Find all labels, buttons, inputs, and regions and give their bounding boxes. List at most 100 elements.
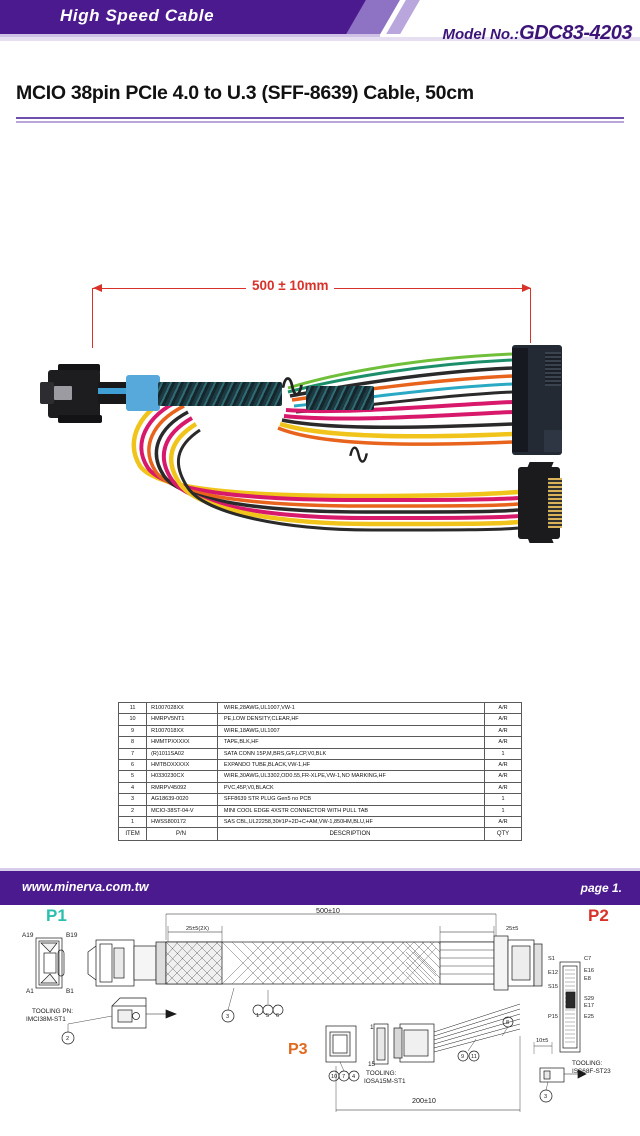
dimension-arrow-right-icon — [522, 284, 531, 292]
bom-qty: A/R — [484, 770, 522, 783]
bom-header-qty: QTY — [484, 827, 522, 842]
product-photo: ∿ ∿ 500 ± 10mm — [0, 130, 640, 543]
bom-qty: 1 — [484, 804, 522, 818]
balloon-ref-1: 1 — [256, 1013, 260, 1019]
bom-qty: A/R — [484, 724, 522, 738]
model-number-value: GDC83-4203 — [519, 22, 632, 44]
model-number-label: Model No.: — [442, 26, 520, 43]
table-row: 9 R1007018XX WIRE,18AWG,UL1007 A/R — [117, 724, 522, 738]
bom-item: 7 — [117, 747, 148, 761]
table-row: 8 HMMTPXXXXX TAPE,BLK,HF A/R — [117, 736, 522, 749]
p2-pin-c7: C7 — [584, 956, 592, 962]
break-symbol-upper: ∿ — [278, 368, 307, 405]
table-row: 5 H0330230CX WIRE,30AWG,UL3302,OD0.55,FR… — [117, 770, 522, 783]
bom-pn: AG18639-0020 — [146, 793, 218, 806]
p3-pin-1: 1 — [370, 1024, 374, 1031]
bom-desc: TAPE,BLK,HF — [216, 736, 486, 749]
balloon-ref-6: 6 — [276, 1013, 280, 1019]
header-banner — [0, 0, 640, 34]
bom-desc: WIRE,18AWG,UL1007 — [216, 724, 486, 738]
bom-pn: (R)1011SA02 — [146, 747, 218, 761]
table-row: 1 HWSS800172 SAS CBL,UL22258,30#1P+2D+C+… — [117, 816, 522, 829]
photo-wire-bundle — [131, 352, 519, 532]
bom-desc: PVC,45P,V0,BLACK — [216, 781, 486, 795]
bom-pn: HMRPV5NT1 — [146, 713, 218, 726]
u3-connector-notch — [544, 430, 562, 452]
bom-pn: HWSS800172 — [146, 816, 218, 829]
dim-jacket-25x5: 25±5(2X) — [186, 926, 209, 932]
bom-pn: MCIO-38ST-04-V — [146, 804, 218, 818]
bom-body: 11 R1007028XX WIRE,28AWG,UL1007,VW-1 A/R… — [117, 701, 522, 842]
p1-tooling-label: TOOLING PN: — [32, 1008, 74, 1015]
bom-qty: A/R — [484, 759, 522, 772]
balloon-ref-3: 3 — [226, 1014, 230, 1020]
bom-pn: H0330230CX — [146, 770, 218, 783]
p2-tooling-value: ISS68F-ST23 — [572, 1068, 611, 1075]
balloon-ref-2: 2 — [66, 1036, 70, 1042]
page-header: High Speed Cable — [0, 0, 640, 46]
p2-pin-s15: S15 — [548, 984, 558, 990]
footer-divider — [0, 868, 640, 871]
bom-desc: MINI COOL EDGE 4XSTR CONNECTOR WITH PULL… — [216, 804, 486, 818]
bom-item: 6 — [117, 759, 148, 772]
p1-pin-a19: A19 — [22, 932, 34, 939]
bom-item: 8 — [117, 736, 148, 749]
u3-connector-ribs — [545, 352, 561, 386]
balloon-ref-9: 9 — [461, 1054, 465, 1060]
bom-header-desc: DESCRIPTION — [216, 827, 486, 842]
bom-item: 10 — [117, 713, 148, 726]
page-number: page 1. — [580, 881, 622, 895]
table-row: 7 (R)1011SA02 SATA CONN 15P,M,BRS,G/F,LC… — [117, 747, 522, 761]
bom-qty: A/R — [484, 701, 522, 715]
dim-branch-200: 200±10 — [412, 1096, 436, 1105]
table-row: 2 MCIO-38ST-04-V MINI COOL EDGE 4XSTR CO… — [117, 804, 522, 818]
bom-qty: A/R — [484, 781, 522, 795]
balloon-ref-8: 8 — [506, 1020, 510, 1026]
bom-pn: HMMTPXXXXX — [146, 736, 218, 749]
p1-pin-a1: A1 — [26, 988, 34, 995]
mcio-connector-tip — [40, 382, 54, 404]
technical-drawing: P1 P2 P3 A19 B19 A1 B1 TOOLING PN: IMCI3… — [0, 448, 640, 1112]
bom-item: 3 — [117, 793, 148, 806]
p1-pin-b1: B1 — [66, 988, 74, 995]
table-row: 11 R1007028XX WIRE,28AWG,UL1007,VW-1 A/R — [117, 701, 522, 715]
p3-tooling-label: TOOLING: — [366, 1070, 397, 1077]
connector-label-p1: P1 — [46, 906, 67, 925]
balloon-ref-7: 7 — [342, 1074, 346, 1080]
bom-desc: SATA CONN 15P,M,BRS,G/F,LCP,V0,BLK — [216, 747, 486, 761]
bom-qty: A/R — [484, 816, 522, 829]
p2-tooling-label: TOOLING: — [572, 1060, 603, 1067]
bom-header-pn: P/N — [146, 827, 218, 842]
bom-qty: A/R — [484, 713, 522, 726]
balloon-ref-4: 4 — [352, 1074, 356, 1080]
bom-item: 11 — [117, 701, 148, 715]
p2-pin-s1: S1 — [548, 956, 555, 962]
bom-desc: WIRE,28AWG,UL1007,VW-1 — [216, 701, 486, 715]
table-row: 10 HMRPV5NT1 PE,LOW DENSITY,CLEAR,HF A/R — [117, 713, 522, 726]
bom-desc: EXPANDO TUBE,BLACK,VW-1,HF — [216, 759, 486, 772]
company-website-link[interactable]: www.minerva.com.tw — [22, 880, 149, 894]
balloon-ref-10: 10 — [331, 1074, 338, 1080]
balloon-ref-5: 5 — [266, 1013, 270, 1019]
bom-desc: WIRE,30AWG,UL3302,OD0.55,FR-XLPE,VW-1,NO… — [216, 770, 486, 783]
bom-item: 2 — [117, 804, 148, 818]
dimension-extension-right — [530, 288, 531, 343]
page-title: MCIO 38pin PCIe 4.0 to U.3 (SFF-8639) Ca… — [16, 82, 474, 104]
braided-jacket-right — [306, 386, 374, 410]
banner-title: High Speed Cable — [60, 6, 215, 25]
p2-pin-p15: P15 — [548, 1014, 558, 1020]
mcio-latch-top — [58, 364, 100, 373]
bom-pn: HMTBOXXXXX — [146, 759, 218, 772]
braided-jacket-left — [158, 382, 282, 406]
bom-item: 5 — [117, 770, 148, 783]
bom-desc: SFF8639 STR PLUG Gen5 no PCB — [216, 793, 486, 806]
p2-pin-e8: E8 — [584, 976, 591, 982]
bom-item: 9 — [117, 724, 148, 738]
balloon-ref-11: 11 — [471, 1054, 477, 1060]
title-divider-secondary — [16, 121, 624, 123]
p3-pin-15: 15 — [368, 1061, 376, 1068]
overall-length-label: 500 ± 10mm — [246, 278, 335, 293]
sata-gold-pins — [548, 478, 562, 528]
p2-pin-e12: E12 — [548, 970, 558, 976]
bom-pn: R1007028XX — [146, 701, 218, 715]
